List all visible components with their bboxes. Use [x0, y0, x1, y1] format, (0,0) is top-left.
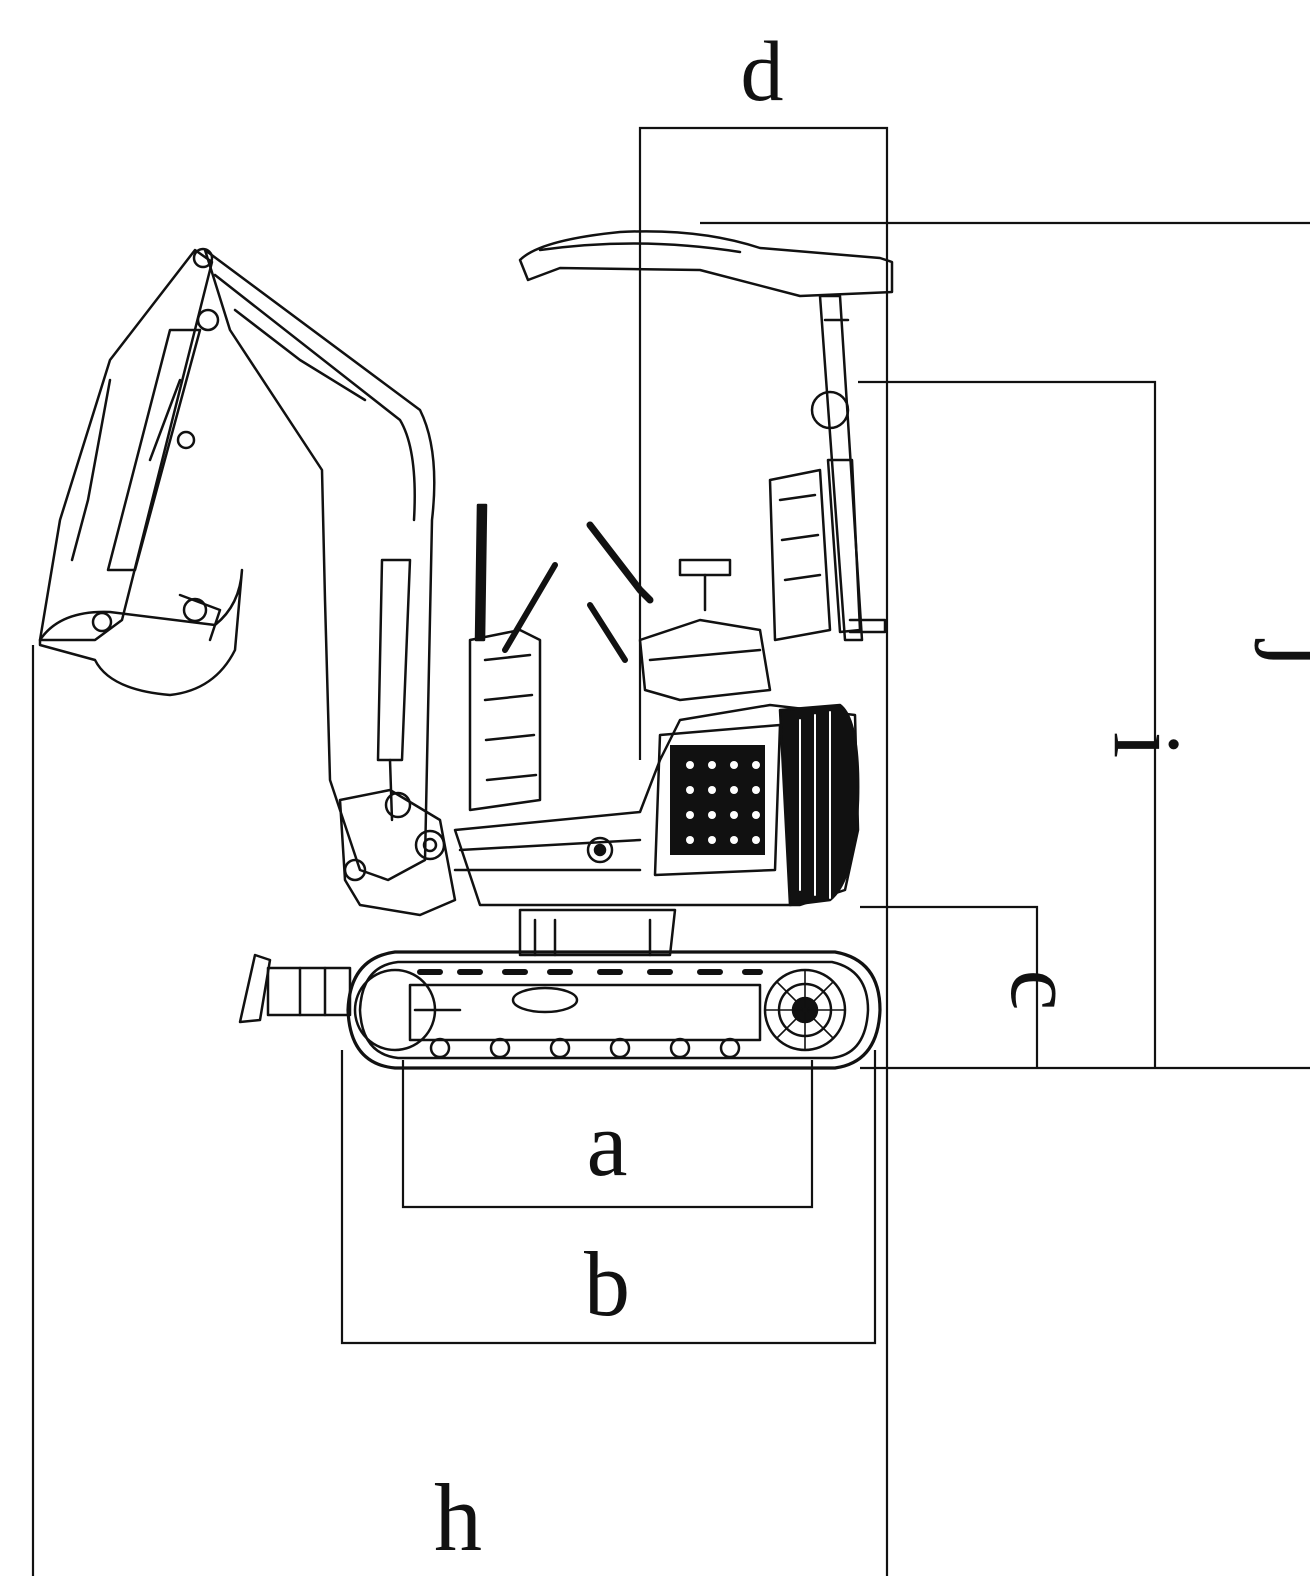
front-idler — [353, 968, 437, 1052]
control-lever-right — [587, 602, 628, 663]
boom-cylinder — [376, 558, 412, 762]
label-j: j — [1254, 639, 1310, 669]
excavator-drawing — [38, 230, 894, 1070]
boom — [203, 248, 436, 882]
dimension-b-line — [340, 1050, 877, 1345]
engine-hood — [653, 723, 782, 877]
label-h: h — [434, 1464, 482, 1571]
dimension-a-line — [401, 1060, 814, 1209]
dimension-lines — [31, 126, 1310, 1576]
control-lever-left — [586, 521, 654, 604]
turntable — [518, 908, 677, 957]
label-d: d — [741, 23, 784, 119]
track-rollers — [429, 1037, 741, 1059]
counterweight — [778, 703, 860, 907]
travel-levers — [468, 628, 542, 812]
dozer-arm — [266, 966, 352, 1017]
hood-grill — [670, 745, 765, 855]
dozer-blade — [238, 953, 272, 1024]
dimension-c-line — [860, 905, 1039, 1068]
label-i: i — [1094, 732, 1201, 759]
bucket — [38, 568, 244, 697]
canopy-post-rear — [826, 458, 862, 634]
label-a: a — [587, 1093, 628, 1195]
dimension-labels: d a b h c i j — [434, 23, 1310, 1571]
seat-back — [768, 468, 832, 642]
track-frame — [408, 983, 762, 1042]
dimension-i-line — [858, 380, 1157, 1068]
label-b: b — [584, 1233, 630, 1335]
canopy-roof — [518, 230, 894, 298]
dipper-stick — [38, 248, 214, 642]
stick-cylinder — [106, 328, 202, 572]
operator-seat — [638, 618, 772, 702]
swing-bracket — [338, 788, 457, 917]
label-c: c — [992, 970, 1094, 1011]
dimension-d-line — [638, 126, 889, 1576]
track-chain — [346, 950, 882, 1070]
canopy-post — [818, 294, 864, 642]
